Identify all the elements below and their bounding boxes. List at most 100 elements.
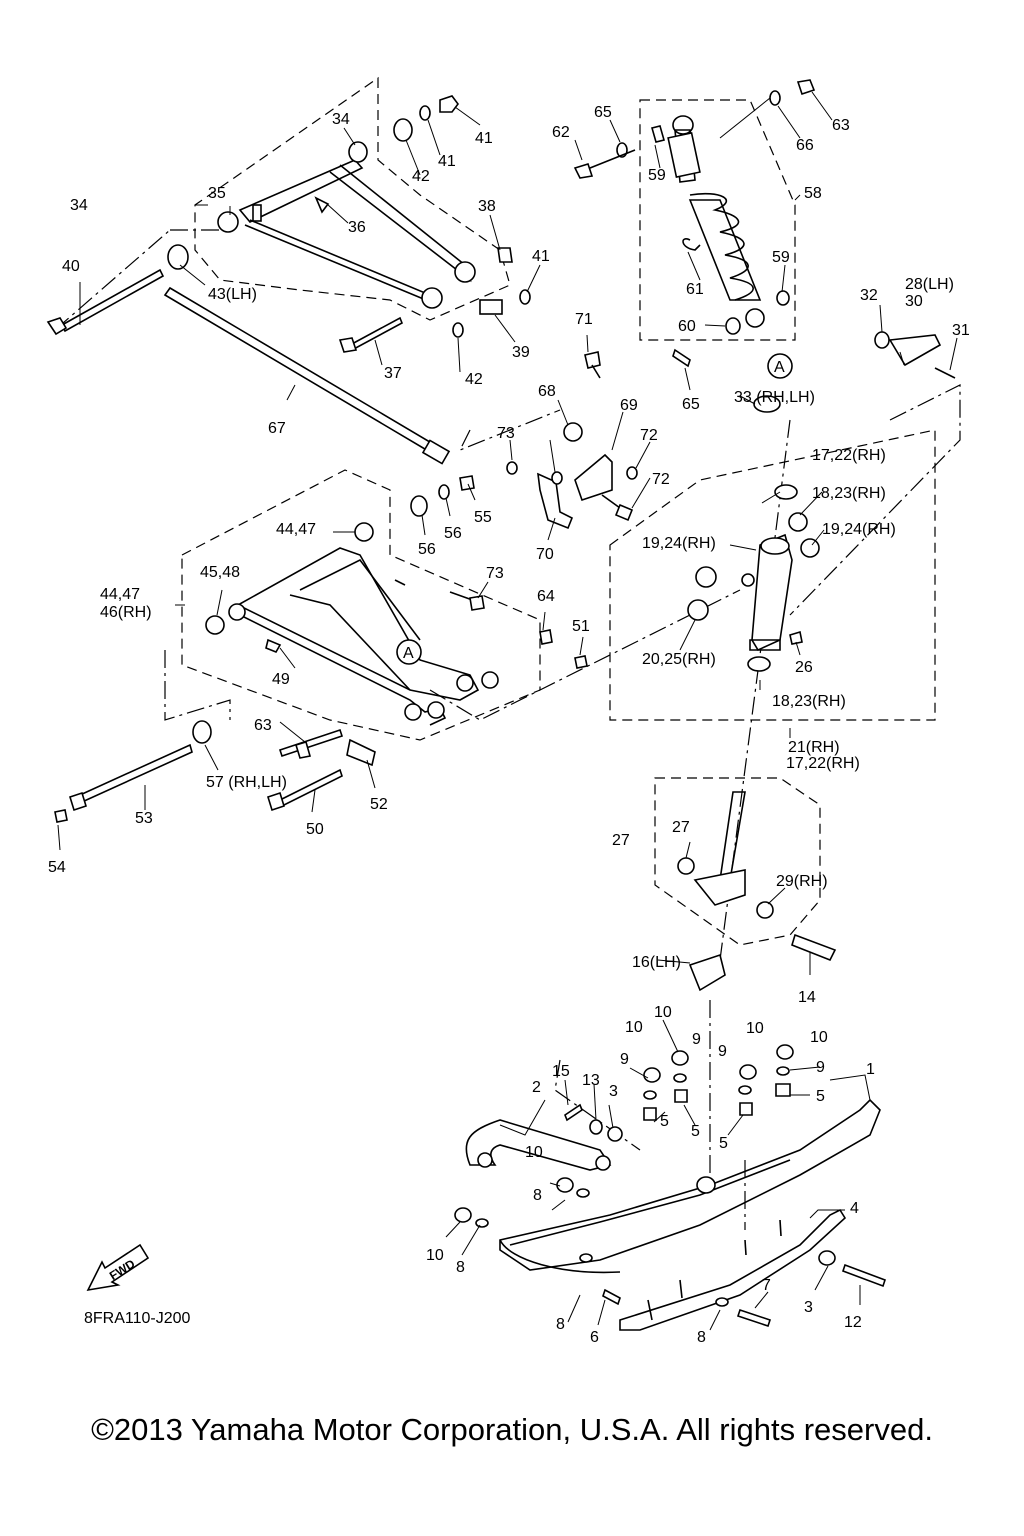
label-5-b: 5 xyxy=(691,1123,700,1140)
label-10-c: 10 xyxy=(746,1020,764,1037)
label-60: 61 xyxy=(686,281,704,298)
label-10-b: 10 xyxy=(654,1004,672,1021)
label-70: 71 xyxy=(575,311,593,328)
label-62: 63 xyxy=(254,717,272,734)
label-42-a: 42 xyxy=(412,168,430,185)
diagram-code: 8FRA110-J200 xyxy=(84,1310,191,1327)
label-3-lower: 3 xyxy=(804,1299,813,1316)
callout-letter: A xyxy=(774,359,785,376)
label-49: 50 xyxy=(306,821,324,838)
label-41-c: 42 xyxy=(465,371,483,388)
group-outline-upper-arm xyxy=(194,76,511,321)
label-67: 68 xyxy=(538,383,556,400)
label-9-c: 9 xyxy=(718,1043,727,1060)
callout-a-lower-arm: A xyxy=(396,639,422,665)
label-40: 41 xyxy=(475,130,493,147)
assembly-line-1 xyxy=(54,229,561,452)
shock-absorber xyxy=(573,79,816,368)
group-outline-shock xyxy=(639,99,796,341)
label-10-d: 10 xyxy=(810,1029,828,1046)
label-12: 13 xyxy=(582,1072,600,1089)
label-36: 37 xyxy=(384,365,402,382)
label-9-a: 9 xyxy=(620,1051,629,1068)
label-13: 14 xyxy=(798,989,816,1006)
callout-a-shock: A xyxy=(767,353,793,379)
label-52: 53 xyxy=(135,810,153,827)
upper-arm-hardware xyxy=(167,95,531,338)
label-30: 31 xyxy=(952,322,970,339)
assembly-line-2 xyxy=(429,384,961,721)
label-56-a: 56 xyxy=(418,541,436,558)
bolt-39 xyxy=(46,268,165,336)
label-72-b: 73 xyxy=(486,565,504,582)
leader-lines xyxy=(57,91,958,1331)
label-4: 4 xyxy=(850,1200,859,1217)
label-63-b: 64 xyxy=(537,588,555,605)
label-10-f: 10 xyxy=(426,1247,444,1264)
label-34-left: 35 xyxy=(208,185,226,202)
label-14: 15 xyxy=(552,1063,570,1080)
label-9-b: 9 xyxy=(692,1031,701,1048)
label-68: 69 xyxy=(620,397,638,414)
label-37: 38 xyxy=(478,198,496,215)
label-28-lh: 30 xyxy=(905,293,923,310)
label-15: 16(LH) xyxy=(632,954,681,971)
label-65-a: 65 xyxy=(594,104,612,121)
callout-letter: A xyxy=(403,645,414,662)
group-outline-ski-spindle xyxy=(654,777,821,946)
label-61: 62 xyxy=(552,124,570,141)
label-64: 65 xyxy=(682,396,700,413)
label-33: 34 xyxy=(70,197,88,214)
label-27-b: 29(RH) xyxy=(776,873,828,890)
copyright-notice: ©2013 Yamaha Motor Corporation, U.S.A. A… xyxy=(91,1412,933,1447)
label-8-b: 8 xyxy=(456,1259,465,1276)
label-16-lh: 21(RH) xyxy=(788,739,840,756)
label-44-47-left: 45,48 xyxy=(200,564,240,581)
label-53: 54 xyxy=(48,859,66,876)
label-21-rh: 17,22(RH) xyxy=(786,755,860,772)
label-1: 1 xyxy=(866,1061,875,1078)
label-5-a: 5 xyxy=(660,1113,669,1130)
label-18-23-left: 19,24(RH) xyxy=(642,535,716,552)
label-57: 58 xyxy=(804,185,822,202)
label-42-b: 43(LH) xyxy=(208,286,257,303)
label-50: 51 xyxy=(572,618,590,635)
label-58: 59 xyxy=(648,167,666,184)
label-5-d: 5 xyxy=(816,1088,825,1105)
label-10-e: 10 xyxy=(525,1144,543,1161)
group-outline-lower-arm xyxy=(181,469,541,741)
ski-hardware xyxy=(454,1044,887,1328)
label-5-c: 5 xyxy=(719,1135,728,1152)
label-19-24-left: 20,25(RH) xyxy=(642,651,716,668)
label-41-a: 41 xyxy=(438,153,456,170)
label-41-b: 41 xyxy=(532,248,550,265)
label-9-d: 9 xyxy=(816,1059,825,1076)
label-71: 72 xyxy=(640,427,658,444)
label-8-c: 8 xyxy=(556,1316,565,1333)
label-11: 12 xyxy=(844,1314,862,1331)
label-6: 6 xyxy=(590,1329,599,1346)
lower-arm-hardware xyxy=(54,475,588,823)
fwd-arrow-icon: FWD xyxy=(86,1243,150,1292)
shaft-66 xyxy=(163,286,451,465)
label-7: 7 xyxy=(762,1277,771,1294)
label-44-47-top: 44,47 xyxy=(276,521,316,538)
label-17-22-top: 17,22(RH) xyxy=(812,447,886,464)
label-35: 36 xyxy=(348,219,366,236)
label-2: 2 xyxy=(532,1079,541,1096)
label-45-48: 49 xyxy=(272,671,290,688)
label-59-b: 60 xyxy=(678,318,696,335)
label-46-rh: 44,47 xyxy=(100,586,140,603)
label-29-rh: 28(LH) xyxy=(905,276,954,293)
label-32: 33 (RH,LH) xyxy=(734,389,815,406)
lower-a-arm xyxy=(205,522,499,726)
label-72-a: 72 xyxy=(652,471,670,488)
label-20-25: 26 xyxy=(795,659,813,676)
label-63-a: 63 xyxy=(832,117,850,134)
label-54: 55 xyxy=(474,509,492,526)
part-labels: 1 2 3 3 4 5 5 5 5 6 7 8 8 8 8 9 9 9 9 10… xyxy=(48,104,970,1346)
label-27-a: 27 xyxy=(672,819,690,836)
label-26: 27 xyxy=(612,832,630,849)
label-39: 40 xyxy=(62,258,80,275)
